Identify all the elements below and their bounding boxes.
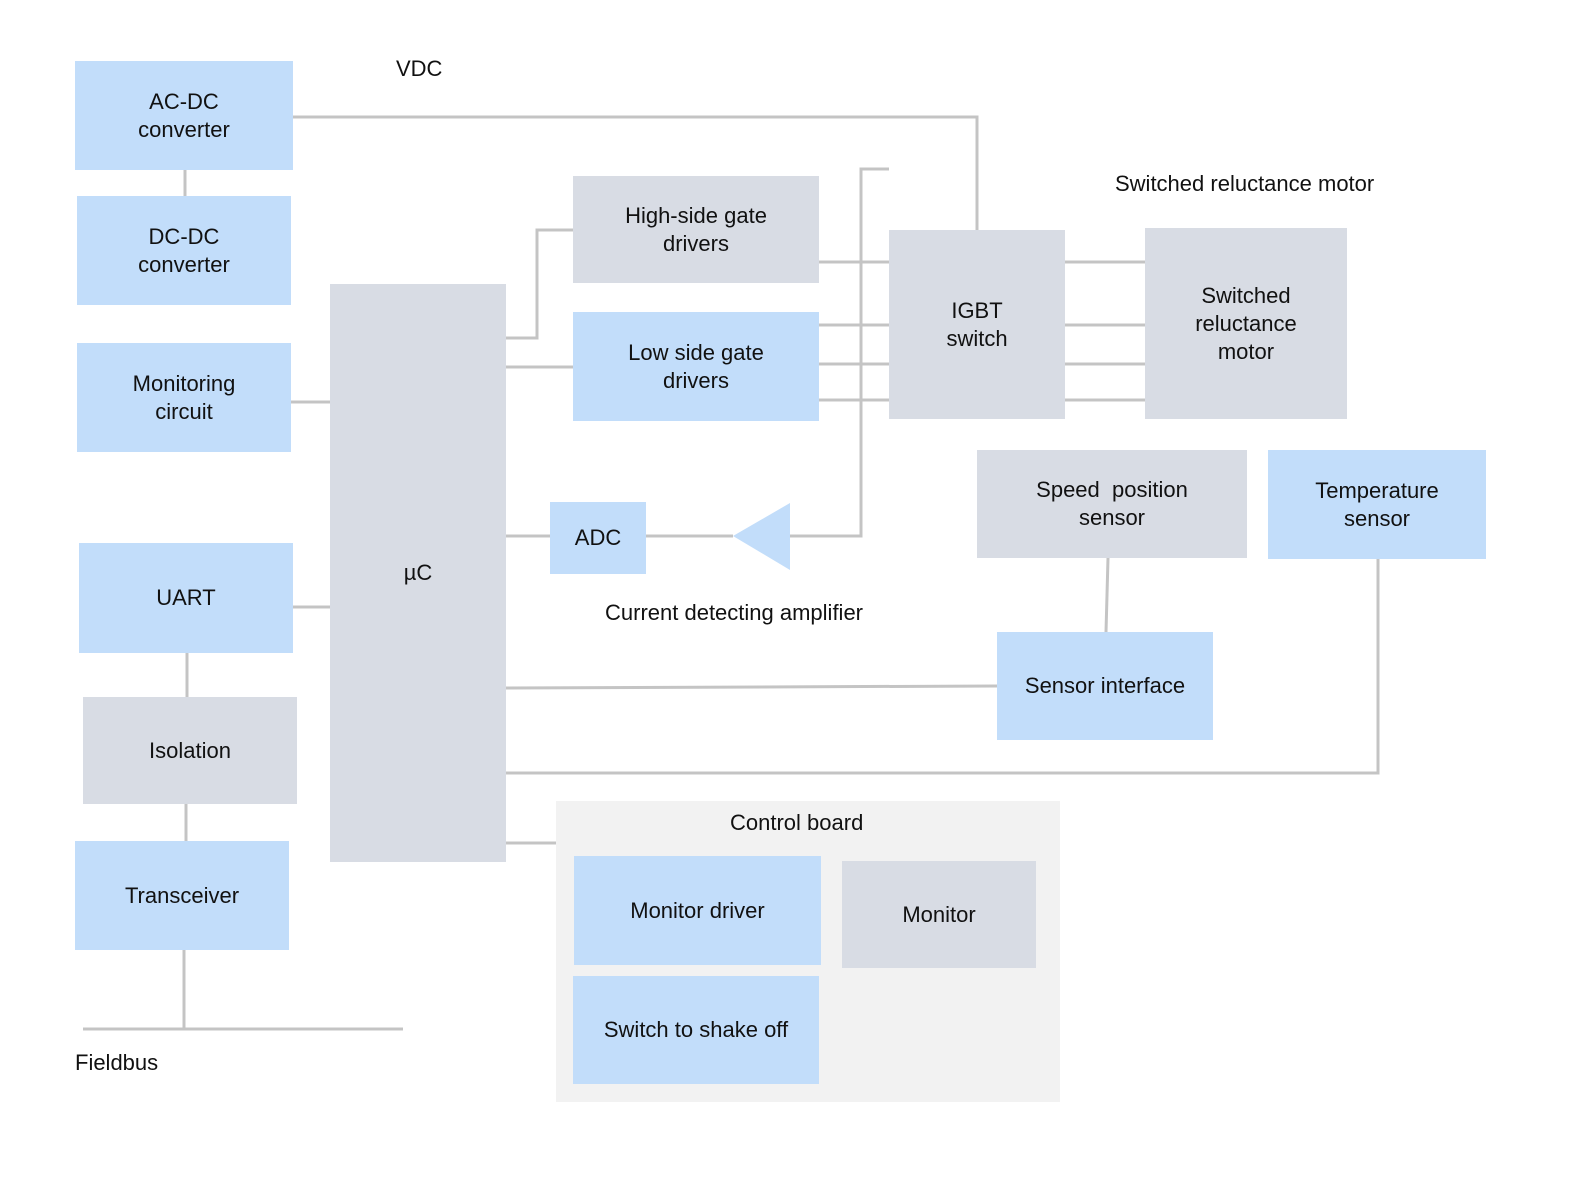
- switch-to-shake-off-block: Switch to shake off: [573, 976, 819, 1084]
- speed-sensor-interface-line: [1104, 557, 1110, 633]
- vdc-label: VDC: [396, 56, 443, 81]
- control-board-label: Control board: [730, 810, 864, 835]
- motor-caption-label: Switched reluctance motor: [1115, 171, 1375, 196]
- high-side-gate-drivers-block: High-side gate drivers: [573, 176, 819, 283]
- temperature-sensor-block: Temperature sensor: [1268, 450, 1486, 559]
- isolation-block: Isolation: [83, 697, 297, 804]
- igbt-switch-block: IGBT switch: [889, 230, 1065, 419]
- temperature-uc-line: [506, 559, 1380, 775]
- low-side-gate-drivers-block: Low side gate drivers: [573, 312, 819, 421]
- current-sense-line: [790, 167, 889, 538]
- amplifier-triangle-icon: [733, 503, 790, 570]
- amplifier-caption-label: Current detecting amplifier: [605, 600, 864, 625]
- switched-reluctance-motor-block: Switched reluctance motor: [1145, 228, 1347, 419]
- transceiver-block: Transceiver: [75, 841, 289, 950]
- sensor-interface-uc-line: [505, 684, 998, 690]
- speed-position-sensor-block: Speed position sensor: [977, 450, 1247, 558]
- adc-block: ADC: [550, 502, 646, 574]
- microcontroller-block: µC: [330, 284, 506, 862]
- monitoring-circuit-block: Monitoring circuit: [77, 343, 291, 452]
- uc-highside-line: [506, 228, 573, 340]
- monitor-block: Monitor: [842, 861, 1036, 968]
- monitor-driver-block: Monitor driver: [574, 856, 821, 965]
- uart-block: UART: [79, 543, 293, 653]
- dc-dc-converter-block: DC-DC converter: [77, 196, 291, 305]
- fieldbus-label: Fieldbus: [75, 1050, 159, 1075]
- sensor-interface-block: Sensor interface: [997, 632, 1213, 740]
- ac-dc-converter-block: AC-DC converter: [75, 61, 293, 170]
- vdc-line: [293, 115, 979, 230]
